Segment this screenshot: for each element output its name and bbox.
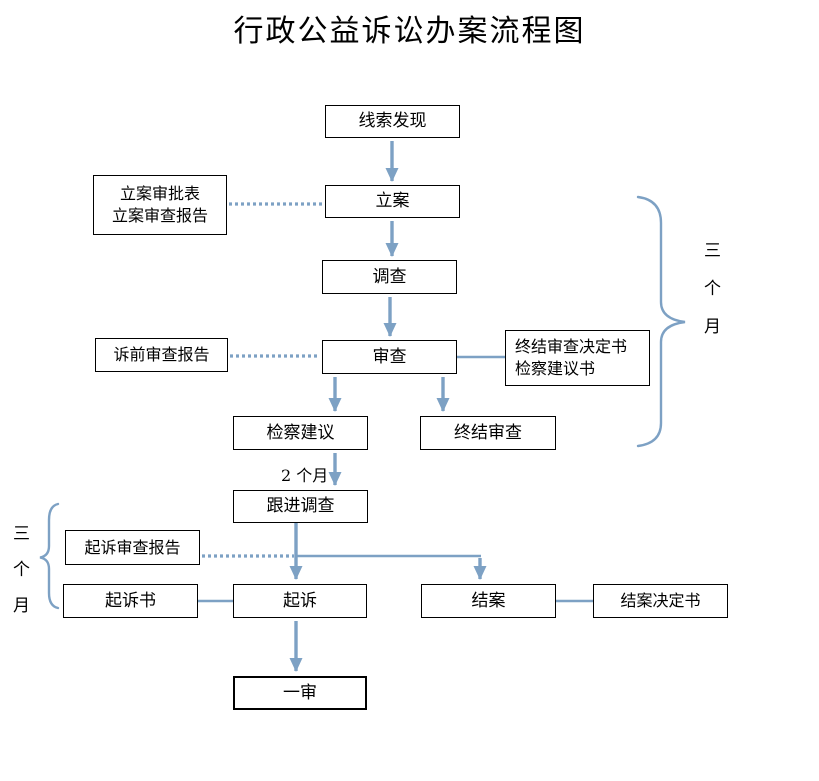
node-prosecution-review-report: 起诉审查报告 [65, 530, 200, 565]
node-indictment: 起诉书 [63, 584, 198, 618]
node-prosecute: 起诉 [233, 584, 367, 618]
char-san: 三 [13, 524, 30, 544]
node-terminate-review: 终结审查 [420, 416, 556, 450]
node-label: 结案 [471, 590, 506, 611]
node-label: 起诉审查报告 [84, 537, 181, 557]
node-label: 起诉书 [105, 590, 156, 611]
node-label: 立案 [375, 191, 410, 212]
node-label: 起诉 [283, 590, 317, 611]
node-label: 诉前审查报告 [113, 345, 210, 365]
char-san: 三 [704, 241, 721, 261]
node-label: 结案决定书 [620, 591, 701, 611]
duration-label-three-months-right: 三 个 月 [704, 236, 721, 350]
node-procuratorial-suggestion: 检察建议 [233, 416, 368, 450]
duration-label-three-months-left: 三 个 月 [13, 519, 30, 627]
char-yue: 月 [704, 317, 721, 337]
node-first-instance: 一审 [233, 676, 367, 710]
char-ge: 个 [13, 560, 30, 580]
node-label: 线索发现 [358, 111, 427, 132]
brace-three-months-right [636, 195, 686, 448]
node-label: 终结审查 [454, 422, 522, 443]
node-clue-discovery: 线索发现 [325, 105, 460, 138]
node-close-case: 结案 [421, 584, 556, 618]
node-filing-docs: 立案审批表 立案审查报告 [93, 175, 227, 235]
node-label: 一审 [283, 682, 317, 703]
node-label-line2: 检察建议书 [515, 359, 596, 378]
char-yue: 月 [13, 596, 30, 616]
char-ge: 个 [704, 279, 721, 299]
duration-label-two-months: 2 个月 [281, 466, 329, 485]
node-label-line1: 终结审查决定书 [515, 337, 628, 357]
node-label: 调查 [372, 266, 407, 287]
node-label-line2: 立案审查报告 [111, 206, 208, 225]
node-label-line1: 立案审批表 [119, 184, 200, 204]
node-label: 跟进调查 [266, 496, 335, 517]
node-termination-docs: 终结审查决定书 检察建议书 [505, 330, 650, 386]
node-label: 检察建议 [266, 422, 335, 443]
node-case-filing: 立案 [325, 185, 460, 218]
node-presuit-review-report: 诉前审查报告 [95, 338, 228, 372]
node-review: 审查 [322, 340, 457, 374]
node-investigation: 调查 [322, 260, 457, 294]
brace-three-months-left [39, 502, 60, 610]
node-followup-investigation: 跟进调查 [233, 490, 368, 523]
page-title: 行政公益诉讼办案流程图 [233, 14, 586, 49]
node-closing-decision: 结案决定书 [593, 584, 728, 618]
node-label: 审查 [372, 346, 407, 367]
